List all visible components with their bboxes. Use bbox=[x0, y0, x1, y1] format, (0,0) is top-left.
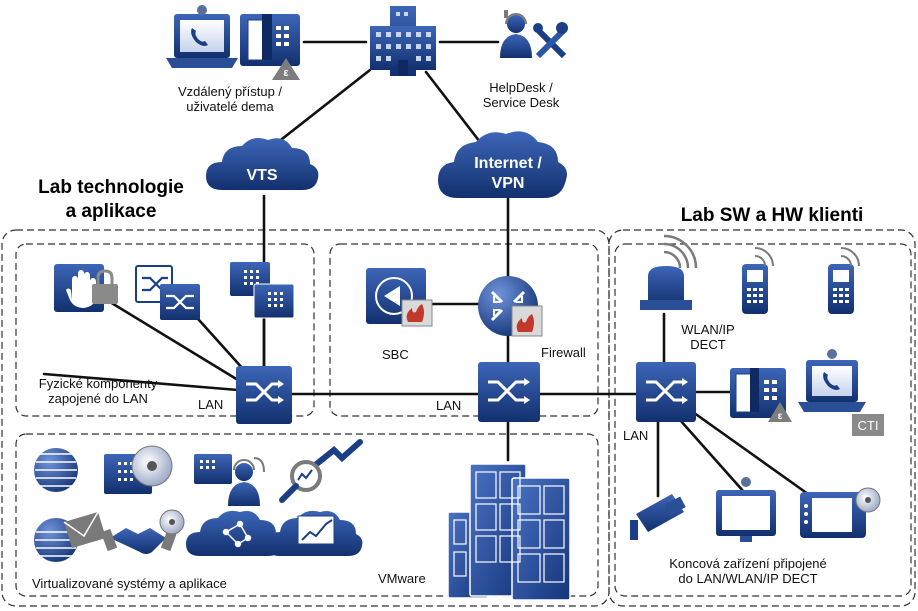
endpoints-label-line2: do LAN/WLAN/IP DECT bbox=[678, 571, 818, 586]
server-disc-icon bbox=[104, 445, 173, 494]
laptop-phone-icon bbox=[166, 5, 238, 68]
virtual-systems-label: Virtualizované systémy a aplikace bbox=[32, 576, 227, 591]
lan-switch-center-icon bbox=[478, 362, 540, 422]
remote-access-label: Vzdálený přístup / uživatelé dema bbox=[160, 84, 300, 114]
sbc-label: SBC bbox=[382, 347, 409, 362]
monitor-icon bbox=[716, 477, 776, 542]
desk-phone-icon: ε bbox=[240, 14, 300, 80]
lab-sw-hw-outer-box bbox=[608, 229, 916, 607]
email-globe-icon bbox=[34, 511, 106, 562]
handshake-disc-icon bbox=[100, 509, 185, 554]
group-boxes bbox=[1, 229, 916, 607]
lab-tech-heading: Lab technologie a aplikace bbox=[8, 176, 214, 224]
lab-tech-outer-box bbox=[1, 229, 610, 607]
line-hq-vts bbox=[266, 68, 372, 152]
line-phys-badge bbox=[42, 372, 240, 392]
striped-sphere-icon bbox=[34, 448, 78, 492]
line-phys-firewall-icon bbox=[108, 300, 240, 382]
lan-switch-left-icon bbox=[236, 366, 292, 424]
internet-vpn-cloud bbox=[438, 131, 567, 198]
svg-text:ε: ε bbox=[778, 411, 783, 422]
helpdesk-label-line1: HelpDesk / bbox=[489, 80, 553, 95]
security-camera-icon bbox=[630, 494, 686, 540]
line-client-tablet bbox=[688, 408, 810, 496]
remote-access-label-line1: Vzdálený přístup / bbox=[177, 84, 283, 99]
internet-cloud-label-line1: Internet / bbox=[474, 155, 542, 172]
physical-components-label-line2: zapojené do LAN bbox=[48, 391, 148, 406]
remote-access-label-line2: uživatelé dema bbox=[186, 99, 274, 114]
line-phys-xcon bbox=[188, 308, 246, 372]
physical-components-box bbox=[15, 243, 315, 417]
chart-cloud-icon bbox=[266, 510, 363, 556]
tools-icon bbox=[533, 22, 568, 59]
lab-tech-heading-line2: a aplikace bbox=[65, 201, 157, 222]
contact-center-agent-icon bbox=[194, 454, 265, 506]
video-tablet-icon bbox=[800, 487, 881, 538]
wlan-dect-label-line1: WLAN/IP bbox=[681, 322, 735, 337]
physical-components-label-line1: Fyzické komponenty bbox=[38, 376, 158, 391]
line-client-monitor bbox=[678, 418, 746, 494]
line-hq-internet bbox=[424, 70, 482, 144]
endpoints-label-line1: Koncová zařízení připojené bbox=[669, 556, 827, 571]
network-cloud-icon bbox=[186, 510, 283, 556]
vts-cloud-label: VTS bbox=[246, 167, 277, 184]
cti-laptop-icon bbox=[798, 349, 884, 436]
helpdesk-agent-icon bbox=[500, 10, 532, 58]
physical-components-label: Fyzické komponenty zapojené do LAN bbox=[28, 376, 168, 406]
keypad-modules-icon bbox=[230, 262, 295, 319]
vts-cloud bbox=[206, 138, 319, 190]
security-hand-lock-icon bbox=[54, 264, 118, 312]
lan-center-label: LAN bbox=[436, 398, 462, 413]
headquarters-building-icon bbox=[370, 6, 436, 76]
wlan-dect-label: WLAN/IP DECT bbox=[668, 322, 748, 352]
ip-desk-phone-icon: ε bbox=[730, 368, 792, 422]
lan-left-label: LAN bbox=[198, 397, 224, 412]
analytics-magnifier-icon bbox=[279, 439, 363, 503]
virtual-systems-box bbox=[15, 433, 599, 597]
cti-badge-label: CTI bbox=[858, 418, 879, 433]
firewall-label: Firewall bbox=[541, 345, 586, 360]
clients-box bbox=[614, 243, 912, 597]
lab-sw-hw-heading: Lab SW a HW klienti bbox=[680, 205, 864, 226]
vmware-label: VMware bbox=[378, 571, 426, 586]
lan-right-label: LAN bbox=[623, 428, 649, 443]
sbc-icon bbox=[366, 268, 433, 327]
internet-cloud-label-line2: VPN bbox=[492, 175, 525, 192]
lab-tech-heading-line1: Lab technologie bbox=[38, 177, 184, 198]
svg-text:ε: ε bbox=[283, 67, 289, 79]
firewall-router-icon bbox=[478, 276, 543, 337]
dect-handset-icon-2 bbox=[828, 247, 860, 314]
helpdesk-label: HelpDesk / Service Desk bbox=[466, 80, 576, 110]
dect-handset-icon-1 bbox=[742, 247, 774, 314]
helpdesk-label-line2: Service Desk bbox=[482, 95, 560, 110]
vmware-servers-icon bbox=[447, 463, 571, 601]
wlan-dect-label-line2: DECT bbox=[690, 337, 726, 352]
dmz-box bbox=[329, 243, 599, 417]
lan-switch-right-icon bbox=[636, 362, 696, 422]
cross-connect-icon bbox=[135, 265, 200, 320]
wifi-access-point-icon bbox=[640, 234, 698, 310]
endpoints-label: Koncová zařízení připojené do LAN/WLAN/I… bbox=[650, 556, 846, 586]
